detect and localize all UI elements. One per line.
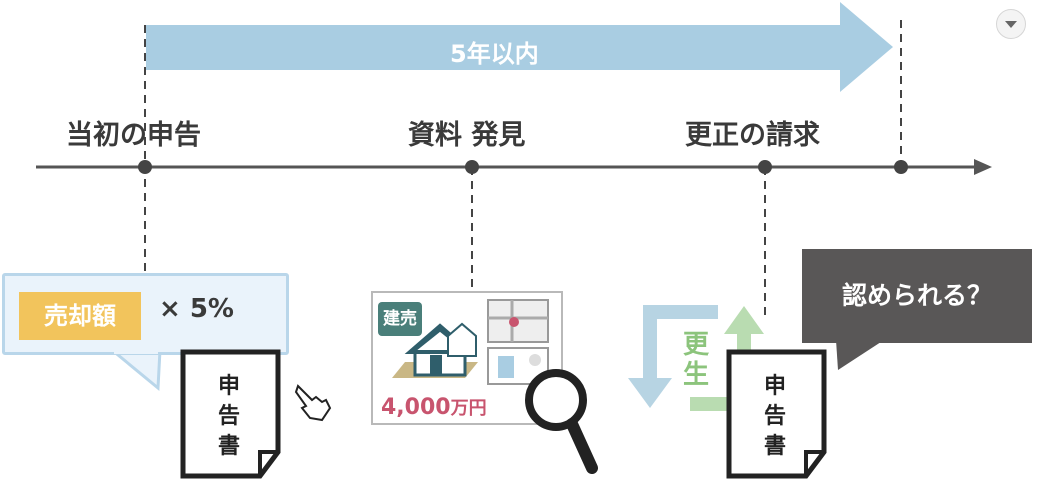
five-year-label: 5年以内 bbox=[450, 40, 539, 68]
document-text-2: 申告書 bbox=[763, 374, 786, 459]
timeline-dot bbox=[465, 160, 479, 174]
question-bubble: 認められる？ bbox=[802, 249, 1032, 343]
listing-price: 4,000万円 bbox=[381, 395, 487, 420]
event-label-correction-request: 更正の請求 bbox=[685, 120, 820, 151]
formula-expression: × 5% bbox=[159, 294, 234, 324]
document-text-1: 申告書 bbox=[217, 374, 240, 459]
timeline-dot bbox=[758, 160, 772, 174]
correction-text: 更生 bbox=[682, 330, 709, 390]
chevron-down-icon bbox=[1005, 21, 1017, 28]
event-label-initial-filing: 当初の申告 bbox=[66, 120, 201, 151]
house-icon bbox=[392, 322, 478, 378]
dropdown-button[interactable] bbox=[996, 9, 1026, 39]
sale-amount-tag: 売却額 bbox=[19, 292, 141, 340]
hand-pointer-icon bbox=[294, 384, 332, 422]
magnifier-icon bbox=[525, 369, 598, 474]
timeline-dot bbox=[894, 160, 908, 174]
listing-badge: 建売 bbox=[378, 302, 422, 336]
timeline-dot bbox=[138, 160, 152, 174]
formula-bubble: 売却額 × 5% bbox=[2, 273, 289, 355]
map-icon bbox=[487, 299, 549, 343]
event-label-material-found: 資料 発見 bbox=[408, 120, 526, 151]
